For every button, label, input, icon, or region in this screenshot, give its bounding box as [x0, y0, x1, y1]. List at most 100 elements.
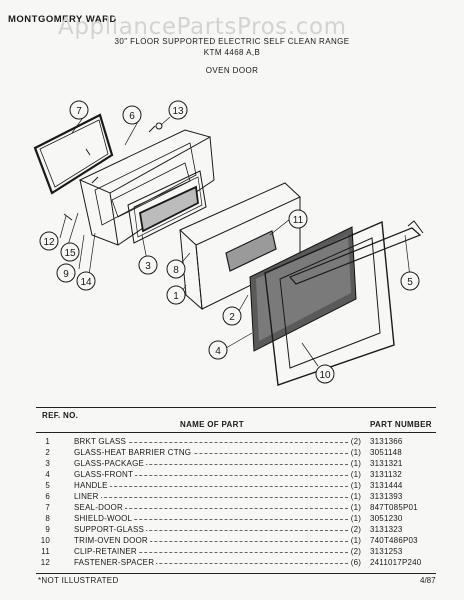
ref-number: 3 [45, 459, 50, 468]
callout-15: 15 [64, 248, 76, 259]
column-header-part-number: PART NUMBER [370, 420, 432, 429]
callout-9: 9 [63, 269, 69, 280]
quantity: (1) [348, 491, 364, 502]
leader-dash [74, 519, 348, 520]
model-number: KTM 4468 A,B [203, 48, 261, 57]
quantity: (2) [348, 524, 364, 535]
part-name-text: CLIP-RETAINER [74, 547, 139, 556]
table-bottom-rule [36, 573, 436, 574]
table-row: 4 GLASS-FRONT (1) 3131132 [36, 469, 436, 480]
part-name-text: SEAL-DOOR [74, 503, 125, 512]
part-name-text: SHIELD-WOOL [74, 514, 135, 523]
part-number: 3131323 [370, 525, 403, 534]
part-name: GLASS-FRONT [74, 469, 136, 480]
callout-5: 5 [407, 277, 413, 288]
ref-number: 4 [45, 470, 50, 479]
parts-table: 1 BRKT GLASS (2) 3131366 2 GLASS-HEAT BARRIE… [36, 436, 436, 568]
column-header-ref: REF. NO. [42, 411, 79, 420]
quantity: (1) [348, 480, 364, 491]
part-name-text: GLASS-FRONT [74, 470, 136, 479]
part-name: GLASS-HEAT BARRIER CTNG [74, 447, 194, 458]
part-number: 3131366 [370, 437, 403, 446]
callout-13: 13 [172, 106, 184, 117]
callout-6: 6 [129, 111, 135, 122]
callout-1: 1 [173, 291, 179, 302]
callout-8: 8 [173, 265, 179, 276]
callout-14: 14 [80, 277, 92, 288]
quantity: (1) [348, 535, 364, 546]
table-row: 7 SEAL-DOOR (1) 847T085P01 [36, 502, 436, 513]
door-seal-part [33, 113, 114, 195]
quantity: (2) [348, 436, 364, 447]
ref-number: 6 [45, 492, 50, 501]
part-number: 3131253 [370, 547, 403, 556]
leader-dash [74, 453, 348, 454]
ref-number: 8 [45, 514, 50, 523]
part-name: GLASS-PACKAGE [74, 458, 147, 469]
leader-dash [74, 552, 348, 553]
part-name: SEAL-DOOR [74, 502, 125, 513]
leader-dash [74, 563, 348, 564]
part-name-text: HANDLE [74, 481, 110, 490]
leader-dash [74, 508, 348, 509]
section-title: OVEN DOOR [205, 66, 259, 75]
leader-dash [74, 475, 348, 476]
ref-number: 1 [45, 437, 50, 446]
quantity: (1) [348, 447, 364, 458]
table-row: 11 CLIP-RETAINER (2) 3131253 [36, 546, 436, 557]
model-description: 30" FLOOR SUPPORTED ELECTRIC SELF CLEAN … [114, 37, 350, 46]
part-number: 2411017P240 [370, 558, 422, 567]
glass-package-part [127, 170, 207, 244]
callout-12: 12 [43, 237, 55, 248]
ref-number: 9 [45, 525, 50, 534]
ref-number: 11 [41, 547, 50, 556]
leader-dash [74, 497, 348, 498]
part-name: FASTENER-SPACER [74, 557, 157, 568]
part-name-text: BRKT GLASS [74, 437, 129, 446]
callout-7: 7 [76, 106, 82, 117]
table-row: 10 TRIM-OVEN DOOR (1) 740T486P03 [36, 535, 436, 546]
footnote: *NOT ILLUSTRATED [38, 576, 119, 585]
part-number: 740T486P03 [370, 536, 418, 545]
handle-part [288, 227, 422, 285]
ref-number: 12 [40, 558, 50, 567]
part-name: LINER [74, 491, 101, 502]
part-name: BRKT GLASS [74, 436, 129, 447]
leader-dash [74, 442, 348, 443]
exploded-diagram: 7 6 13 12 15 9 14 3 8 11 1 2 5 4 10 [33, 100, 424, 386]
brand-name: MONTGOMERY WARD [8, 14, 117, 25]
ref-number: 7 [45, 503, 50, 512]
quantity: (2) [348, 546, 364, 557]
column-header-name: NAME OF PART [180, 420, 244, 429]
part-number: 847T085P01 [370, 503, 418, 512]
ref-number: 10 [40, 536, 50, 545]
quantity: (1) [348, 502, 364, 513]
callout-11: 11 [293, 215, 304, 226]
part-number: 3131132 [370, 470, 402, 479]
leader-dash [74, 464, 348, 465]
callout-2: 2 [229, 312, 235, 323]
door-panel-part [179, 182, 301, 246]
ref-number: 5 [45, 481, 50, 490]
quantity: (1) [348, 458, 364, 469]
part-name-text: TRIM-OVEN DOOR [74, 536, 150, 545]
quantity: (1) [348, 513, 364, 524]
callout-10: 10 [319, 370, 331, 381]
ref-number: 2 [45, 448, 50, 457]
part-name-text: GLASS-PACKAGE [74, 459, 147, 468]
table-top-rule [36, 407, 436, 408]
callout-4: 4 [215, 346, 221, 357]
table-row: 1 BRKT GLASS (2) 3131366 [36, 436, 436, 447]
revision-date: 4/87 [420, 576, 436, 585]
watermark: AppliancePartsPros.com [58, 14, 347, 40]
quantity: (1) [348, 469, 364, 480]
table-row: 9 SUPPORT-GLASS (2) 3131323 [36, 524, 436, 535]
part-name-text: SUPPORT-GLASS [74, 525, 147, 534]
part-name: SUPPORT-GLASS [74, 524, 147, 535]
